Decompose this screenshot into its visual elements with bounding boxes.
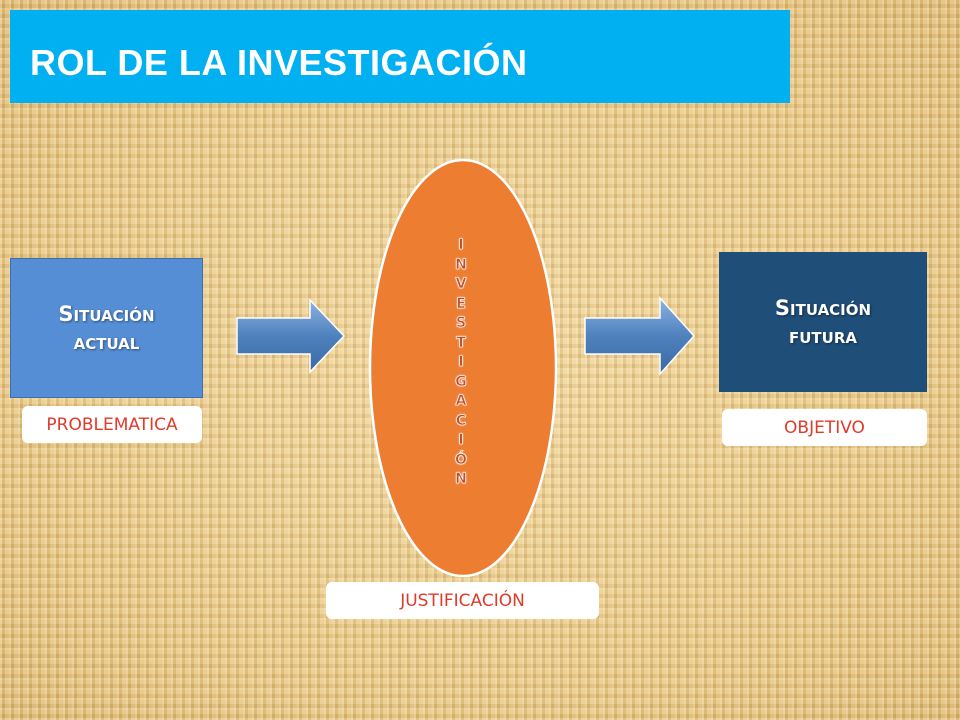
situacion-actual-box: Situación actual bbox=[10, 258, 203, 398]
investigacion-letter: S bbox=[455, 315, 467, 332]
problematica-label: PROBLEMATICA bbox=[22, 406, 202, 443]
page-title: ROL DE LA INVESTIGACIÓN bbox=[30, 42, 528, 83]
investigacion-letter: I bbox=[458, 432, 464, 449]
investigacion-letter: E bbox=[456, 295, 466, 312]
situacion-futura-label: Situación futura bbox=[774, 295, 872, 348]
investigacion-letter: V bbox=[455, 276, 467, 293]
investigacion-ellipse bbox=[368, 158, 558, 578]
investigacion-letter: I bbox=[458, 237, 464, 254]
left-arrow bbox=[236, 298, 346, 374]
investigacion-letter: Ó bbox=[455, 451, 468, 468]
investigacion-letter: N bbox=[455, 256, 467, 273]
investigacion-letter: G bbox=[455, 373, 467, 390]
investigacion-letter: N bbox=[455, 471, 467, 488]
situacion-actual-label: Situación actual bbox=[58, 301, 155, 354]
justificacion-label: JUSTIFICACIÓN bbox=[326, 582, 599, 619]
objetivo-label: OBJETIVO bbox=[722, 409, 927, 446]
title-bar: ROL DE LA INVESTIGACIÓN bbox=[10, 10, 790, 103]
investigacion-letter: A bbox=[455, 393, 467, 410]
right-arrow bbox=[584, 296, 696, 376]
investigacion-letter: T bbox=[456, 334, 466, 351]
investigacion-letter: I bbox=[458, 354, 464, 371]
situacion-futura-box: Situación futura bbox=[719, 252, 927, 392]
investigacion-letter: C bbox=[455, 412, 467, 429]
